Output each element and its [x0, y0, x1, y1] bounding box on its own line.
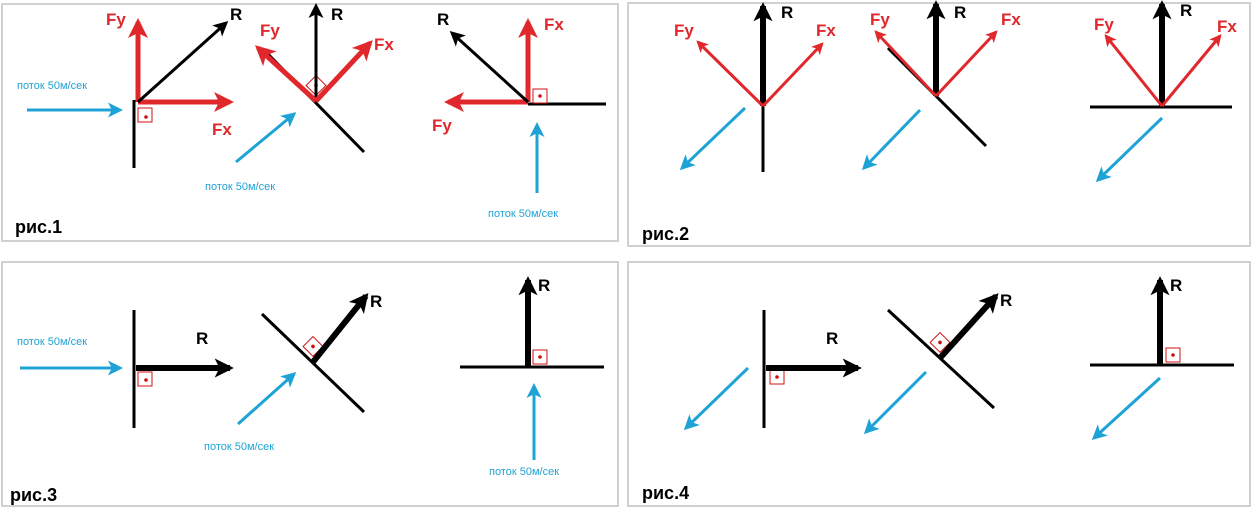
panel-1-plate-horizontal: Fy Fx R поток 50м/сек [432, 10, 606, 220]
panel-2-plate-vertical: Fy Fx R [674, 2, 836, 172]
right-angle-mark [137, 107, 153, 123]
flow-label: поток 50м/сек [204, 441, 274, 453]
fy-arrow [1104, 34, 1164, 107]
r-label: R [370, 292, 382, 311]
right-angle-mark [532, 349, 548, 365]
figure-caption-3: рис.3 [10, 485, 57, 505]
fy-arrow [696, 40, 765, 108]
r-label: R [1170, 276, 1182, 295]
r-arrow [937, 293, 999, 361]
panel-1-plate-vertical: Fy Fx R поток 50м/сек [17, 5, 242, 168]
fy-arrow [874, 30, 938, 98]
panel-4-frame [627, 261, 1251, 507]
figure-caption-1: рис.1 [15, 217, 62, 237]
fy-arrow [255, 45, 318, 103]
fx-label: Fx [374, 35, 394, 54]
r-label: R [437, 10, 449, 29]
panel-3-plate-horizontal: R поток 50м/сек [460, 276, 604, 478]
flow-label: поток 50м/сек [17, 336, 87, 348]
panel-1: Fy Fx R поток 50м/сек Fy Fx R поток 50м/… [15, 3, 606, 237]
fx-label: Fx [1217, 17, 1237, 36]
fx-arrow [1160, 34, 1222, 107]
flow-arrow [1095, 116, 1164, 183]
fy-label: Fy [674, 21, 694, 40]
panel-2: Fy Fx R Fy Fx R Fy Fx R рис.2 [642, 0, 1237, 244]
panel-3: R поток 50м/сек R поток 50м/сек R поток … [10, 276, 604, 505]
fy-label: Fy [106, 10, 126, 29]
figure-caption-2: рис.2 [642, 224, 689, 244]
flow-arrow [1091, 376, 1162, 441]
figure-caption-4: рис.4 [642, 483, 689, 503]
right-angle-mark [929, 331, 951, 354]
r-arrow [310, 293, 369, 364]
flow-label: поток 50м/сек [17, 80, 87, 92]
fx-label: Fx [212, 120, 232, 139]
panel-4-plate-diagonal: R [863, 291, 1012, 435]
panel-4-plate-vertical: R [683, 310, 862, 431]
panel-4-plate-horizontal: R [1090, 276, 1234, 441]
r-label: R [826, 329, 838, 348]
flow-arrow [863, 370, 928, 435]
fx-label: Fx [1001, 10, 1021, 29]
flow-arrow [861, 108, 922, 171]
flow-arrow [683, 366, 750, 431]
fy-label: Fy [870, 10, 890, 29]
panel-4: R R R рис.4 [642, 276, 1234, 503]
fx-label: Fx [816, 21, 836, 40]
fx-label: Fx [544, 15, 564, 34]
flow-arrow [237, 372, 297, 426]
right-angle-mark [305, 74, 327, 97]
panel-1-plate-diagonal: Fy Fx R поток 50м/сек [205, 3, 394, 193]
r-label: R [230, 5, 242, 24]
fy-label: Fy [1094, 15, 1114, 34]
r-label: R [1000, 291, 1012, 310]
panel-2-plate-diagonal: Fy Fx R [861, 0, 1021, 171]
fx-arrow [934, 30, 998, 98]
r-label: R [781, 3, 793, 22]
r-arrow [449, 30, 530, 104]
fy-label: Fy [432, 116, 452, 135]
r-label: R [954, 3, 966, 22]
r-arrow [136, 20, 229, 104]
r-label: R [196, 329, 208, 348]
right-angle-mark [1165, 347, 1181, 363]
panel-2-plate-horizontal: Fy Fx R [1090, 0, 1237, 183]
r-label: R [538, 276, 550, 295]
fx-arrow [314, 40, 373, 103]
r-label: R [331, 5, 343, 24]
panel-3-frame [1, 261, 619, 507]
flow-arrow [235, 112, 297, 164]
panel-3-plate-diagonal: R поток 50м/сек [204, 292, 382, 453]
flow-arrow [679, 106, 747, 171]
panel-3-plate-vertical: R поток 50м/сек [17, 310, 234, 428]
flow-label: поток 50м/сек [488, 208, 558, 220]
fy-label: Fy [260, 21, 280, 40]
right-angle-mark [532, 88, 548, 104]
fx-arrow [761, 42, 824, 108]
flow-label: поток 50м/сек [489, 466, 559, 478]
flow-label: поток 50м/сек [205, 181, 275, 193]
r-label: R [1180, 1, 1192, 20]
right-angle-mark [137, 371, 153, 387]
